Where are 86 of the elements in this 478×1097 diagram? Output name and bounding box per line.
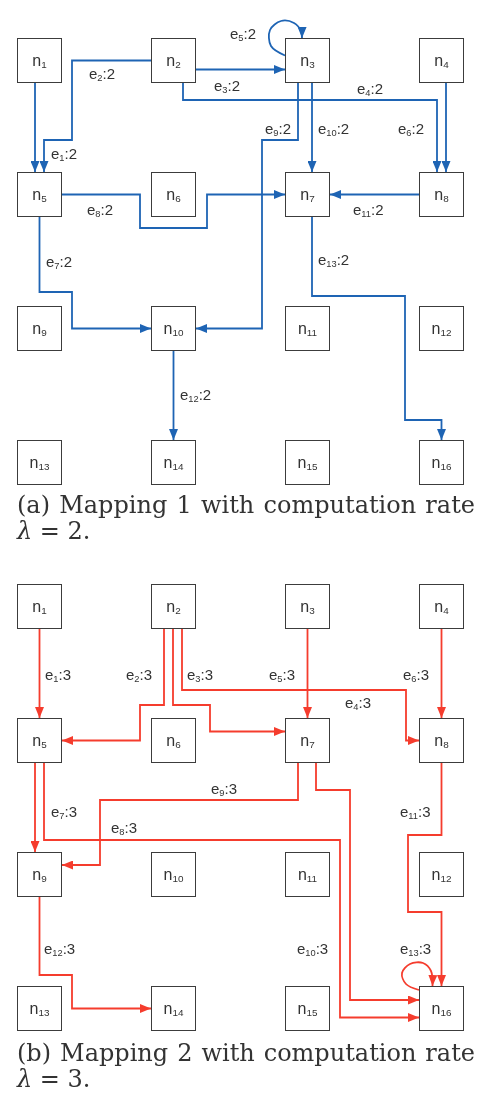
arrow: [39, 59, 152, 173]
node-box: [285, 440, 330, 485]
arrow: [61, 628, 165, 745]
node-box: [17, 986, 62, 1031]
node-box: [151, 38, 196, 83]
node-box: [285, 718, 330, 763]
edge-label: e$_{10}$:2: [317, 121, 351, 136]
arrow: [441, 82, 451, 173]
self-loop-arrow: [401, 961, 438, 991]
node-box: [17, 172, 62, 217]
arrow: [61, 190, 286, 229]
node-box: [17, 718, 62, 763]
edge-label: e$_{10}$:3: [296, 941, 330, 956]
arrow: [195, 82, 299, 333]
node-box: [151, 852, 196, 897]
node-box: [151, 172, 196, 217]
arrow: [181, 628, 420, 745]
edge-label: e$_{3}$:3: [186, 667, 215, 682]
edge-label: e$_{3}$:2: [213, 78, 242, 93]
node-box: [17, 440, 62, 485]
node-box: [419, 986, 464, 1031]
node-box: [17, 584, 62, 629]
node-box: [285, 306, 330, 351]
edge-label: e$_{2}$:2: [88, 66, 117, 81]
node-box: [419, 306, 464, 351]
edge-label: e$_{11}$:3: [399, 804, 432, 819]
node-box: [151, 440, 196, 485]
node-box: [151, 986, 196, 1031]
edge-label: e$_{4}$:3: [344, 695, 373, 710]
node-box: [285, 986, 330, 1031]
edge-label: e$_{6}$:2: [397, 121, 426, 136]
node-box: [285, 584, 330, 629]
node-box: [419, 584, 464, 629]
arrow: [38, 896, 152, 1013]
edge-label: e$_{7}$:3: [50, 804, 79, 819]
node-box: [17, 38, 62, 83]
arrow: [172, 628, 286, 736]
arrow: [38, 216, 152, 333]
edge-label: e$_{5}$:2: [229, 26, 258, 41]
edge-label: e$_{8}$:2: [86, 202, 115, 217]
edge-label: e$_{2}$:3: [125, 667, 154, 682]
arrow: [303, 628, 312, 719]
node-box: [419, 440, 464, 485]
node-box: [285, 852, 330, 897]
arrow: [329, 190, 420, 199]
edge-label: e$_{7}$:2: [45, 254, 74, 269]
node-box: [151, 718, 196, 763]
edge-label: e$_{13}$:3: [399, 941, 433, 956]
edge-label: e$_{6}$:3: [402, 667, 431, 682]
node-box: [419, 852, 464, 897]
edge-label: e$_{1}$:3: [44, 667, 73, 682]
arrow: [61, 762, 299, 870]
edge-label: e$_{9}$:3: [210, 781, 239, 796]
edge-label: e$_{8}$:3: [110, 820, 139, 835]
node-box: [285, 172, 330, 217]
caption: (a) Mapping 1 with computation rate λ = 2.: [17, 492, 475, 544]
node-box: [17, 852, 62, 897]
edge-label: e$_{9}$:2: [264, 121, 293, 136]
edge-label: e$_{4}$:2: [356, 81, 385, 96]
self-loop-arrow: [267, 19, 307, 57]
node-box: [285, 38, 330, 83]
arrow: [311, 216, 446, 441]
node-box: [151, 306, 196, 351]
node-box: [419, 172, 464, 217]
caption: (b) Mapping 2 with computation rate λ = 3.: [17, 1040, 475, 1092]
arrow: [437, 628, 446, 719]
arrow: [169, 350, 178, 441]
arrow: [195, 65, 286, 74]
arrow: [182, 82, 442, 173]
arrow: [315, 762, 420, 1005]
edge-label: e$_{12}$:2: [179, 387, 213, 402]
node-box: [419, 718, 464, 763]
edge-label: e$_{12}$:3: [43, 941, 77, 956]
edge-label: e$_{13}$:2: [317, 252, 351, 267]
arrow: [307, 82, 317, 173]
arrow: [43, 762, 420, 1022]
arrow: [30, 762, 40, 853]
arrow: [407, 762, 446, 987]
arrow: [30, 82, 40, 173]
edge-label: e$_{5}$:3: [268, 667, 297, 682]
node-box: [151, 584, 196, 629]
edge-label: e$_{1}$:2: [50, 146, 79, 161]
arrow: [35, 628, 44, 719]
node-box: [419, 38, 464, 83]
edge-label: e$_{11}$:2: [352, 202, 385, 217]
node-box: [17, 306, 62, 351]
